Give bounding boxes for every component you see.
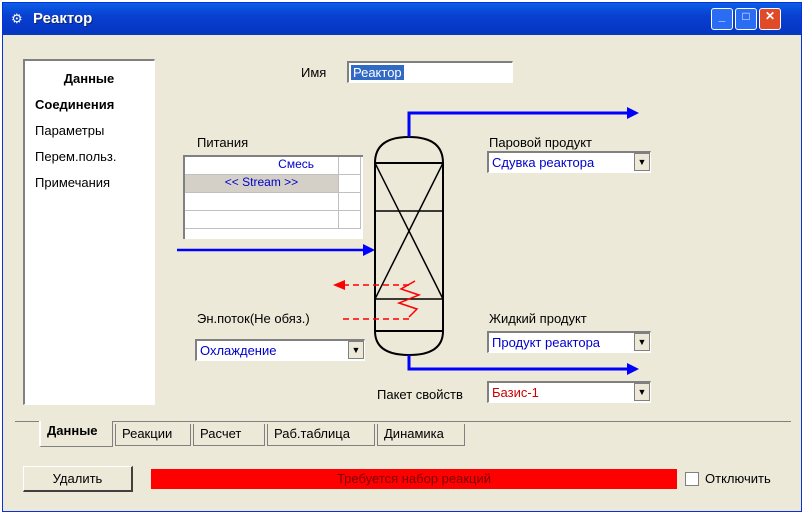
feeds-row1-blank xyxy=(339,175,361,193)
sidebar-item-notes[interactable]: Примечания xyxy=(35,175,111,190)
delete-button[interactable]: Удалить xyxy=(23,466,133,492)
sidebar-item-parameters[interactable]: Параметры xyxy=(35,123,105,138)
liquid-product-select[interactable]: Продукт реактора ▼ xyxy=(487,331,651,353)
tab-reactions[interactable]: Реакции xyxy=(115,424,191,446)
window-title: Реактор xyxy=(33,10,93,27)
app-icon[interactable]: ⚙ xyxy=(11,11,23,26)
feeds-empty-row-2b xyxy=(339,211,361,229)
chevron-down-icon[interactable]: ▼ xyxy=(634,383,650,401)
feeds-empty-row-2 xyxy=(185,211,339,229)
status-bar: Требуется набор реакций xyxy=(151,469,677,489)
feeds-header-blank xyxy=(339,157,361,175)
maximize-button[interactable]: □ xyxy=(735,8,757,30)
liquid-product-value: Продукт реактора xyxy=(492,335,601,350)
vapor-product-value: Сдувка реактора xyxy=(492,155,595,170)
client-area: Данные Соединения Параметры Перем.польз.… xyxy=(11,41,795,503)
sidebar-item-user-variables[interactable]: Перем.польз. xyxy=(35,149,117,164)
feed-inlet-stream[interactable] xyxy=(177,244,375,256)
minimize-button[interactable]: _ xyxy=(711,8,733,30)
title-bar[interactable]: ⚙ Реактор _ □ ✕ xyxy=(3,3,801,35)
property-package-value: Базис-1 xyxy=(492,385,539,400)
feeds-empty-row-b xyxy=(339,193,361,211)
feeds-header-cell: Смесь xyxy=(185,157,339,175)
sidebar: Данные Соединения Параметры Перем.польз.… xyxy=(23,59,155,405)
liquid-outlet-stream[interactable] xyxy=(407,355,639,375)
sidebar-header: Данные xyxy=(63,71,115,86)
feeds-label: Питания xyxy=(197,135,249,150)
chevron-down-icon[interactable]: ▼ xyxy=(634,153,650,171)
tab-worksheet[interactable]: Раб.таблица xyxy=(267,424,375,446)
chevron-down-icon[interactable]: ▼ xyxy=(634,333,650,351)
ignore-label[interactable]: Отключить xyxy=(705,471,771,486)
vapor-outlet-stream[interactable] xyxy=(407,107,639,137)
tab-dynamics[interactable]: Динамика xyxy=(377,424,465,446)
tab-strip xyxy=(15,421,791,424)
energy-stream-value: Охлаждение xyxy=(200,343,277,358)
name-label: Имя xyxy=(301,65,327,80)
tab-calculation[interactable]: Расчет xyxy=(193,424,265,446)
property-package-select[interactable]: Базис-1 ▼ xyxy=(487,381,651,403)
name-input[interactable]: Реактор xyxy=(347,61,513,83)
feeds-stream-cell[interactable]: << Stream >> xyxy=(185,175,339,193)
chevron-down-icon[interactable]: ▼ xyxy=(348,341,364,359)
close-button[interactable]: ✕ xyxy=(759,8,781,30)
sidebar-item-connections[interactable]: Соединения xyxy=(35,97,115,112)
property-package-label: Пакет свойств xyxy=(377,387,463,402)
reactor-vessel[interactable] xyxy=(374,135,444,357)
liquid-product-label: Жидкий продукт xyxy=(489,311,587,326)
reactor-diagram xyxy=(177,107,639,375)
vapor-product-label: Паровой продукт xyxy=(489,135,592,150)
energy-stream[interactable] xyxy=(333,280,422,320)
name-value: Реактор xyxy=(351,65,404,80)
feeds-grid[interactable]: Смесь << Stream >> xyxy=(183,155,363,239)
energy-stream-label: Эн.поток(Не обяз.) xyxy=(197,311,310,326)
tab-data[interactable]: Данные xyxy=(39,421,113,447)
feeds-empty-row xyxy=(185,193,339,211)
ignore-checkbox[interactable] xyxy=(685,472,699,486)
energy-stream-select[interactable]: Охлаждение ▼ xyxy=(195,339,365,361)
vapor-product-select[interactable]: Сдувка реактора ▼ xyxy=(487,151,651,173)
